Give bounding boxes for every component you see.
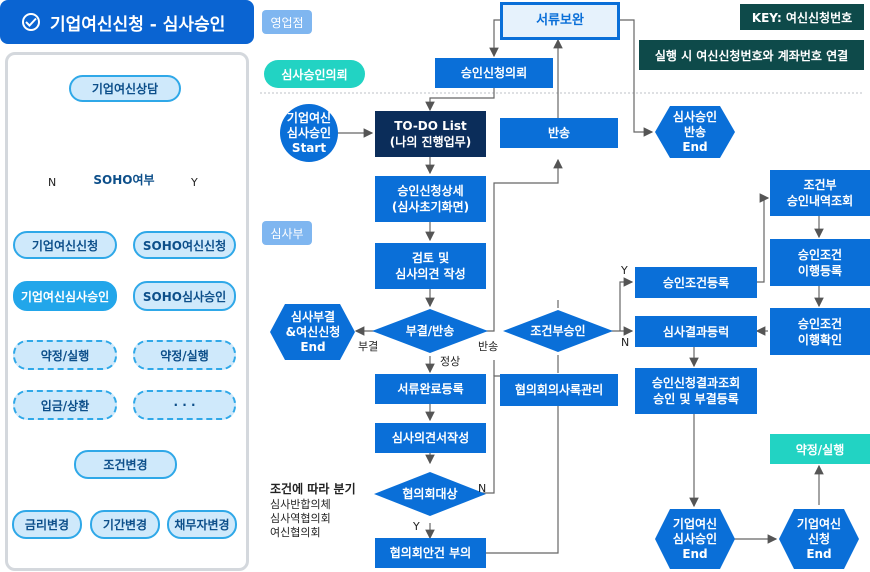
rate-change-node: 금리변경 [12, 510, 82, 539]
apply-end-shape [779, 509, 859, 569]
corp-approve-node: 기업여신심사승인 [13, 281, 117, 311]
soho-y-label: Y [191, 176, 198, 189]
todo-node: TO-DO List (나의 진행업무) [375, 111, 486, 157]
return-node: 반송 [500, 118, 618, 148]
appr-req-node: 승인신청의뢰 [435, 58, 553, 88]
start-node: 기업여신 심사승인 Start [286, 110, 332, 155]
note-line-1: 심사반합의체 [270, 498, 331, 511]
more-node: · · · [133, 390, 236, 420]
corp-apply-node: 기업여신신청 [13, 231, 117, 259]
reject-label: 부결 [358, 340, 379, 353]
cond-perf-node: 승인조건 이행등록 [770, 239, 870, 286]
normal-label: 정상 [440, 355, 461, 368]
result-reg-node: 심사결과등럭 [635, 316, 757, 347]
reject-end-shape [270, 304, 355, 360]
note-line-3: 여신협의회 [270, 526, 321, 539]
decision-shape [372, 309, 488, 353]
decision-node: 부결/반송 [405, 323, 455, 338]
note-title: 조건에 따라 분기 [270, 482, 356, 496]
soho-n-label: N [48, 176, 57, 189]
lane-branch: 영업점 [262, 10, 312, 34]
council-question: 협의회대상 [402, 486, 458, 501]
result-view-node: 승인신청결과조회 승인 및 부결등록 [635, 368, 757, 414]
council-y-label: Y [413, 520, 420, 533]
check-circle-icon [22, 13, 40, 31]
review-write-node: 검토 및 심사의견 작성 [375, 243, 486, 289]
page-title: 기업여신신청 - 심사승인 [50, 14, 226, 35]
cond-check-node: 승인조건 이행확인 [770, 308, 870, 355]
soho-question: SOHO여부 [93, 172, 155, 187]
exec-node: 약정/실행 [770, 434, 870, 464]
soho-approve-node: SOHO심사승인 [133, 281, 236, 311]
opinion-node: 심사의견서작성 [375, 423, 486, 453]
return-end-node: 심사승인 반송 End [672, 109, 718, 154]
reject-end-node: 심사부결 &여신신청 End [285, 309, 341, 354]
corp-end-shape [655, 509, 735, 569]
cond-view-node: 조건부 승인내역조회 [770, 170, 870, 216]
title-bar: 기업여신신청 - 심사승인 [0, 0, 254, 44]
council-go-node: 협의회안건 부의 [375, 538, 486, 568]
request-node: 심사승인의뢰 [264, 60, 365, 88]
apply-end-node: 기업여신 신청 End [796, 516, 842, 561]
return-label: 반송 [478, 340, 499, 353]
exec-node-2: 약정/실행 [133, 340, 236, 370]
term-change-node: 기간변경 [90, 510, 160, 539]
cond-y-label: Y [621, 264, 628, 277]
note-line-2: 심사역협의회 [270, 512, 331, 525]
key-label: KEY: 여신신청번호 [740, 4, 864, 30]
left-panel [5, 52, 249, 571]
detail-node: 승인신청상세 (심사초기화면) [375, 176, 486, 222]
cond-approve-shape [503, 310, 613, 352]
return-end-shape [655, 106, 735, 158]
repay-node: 입금/상환 [13, 390, 117, 420]
doc-done-node: 서류완료등록 [375, 374, 486, 404]
corp-end-node: 기업여신 심사승인 End [672, 516, 718, 561]
cond-n-label: N [621, 336, 630, 349]
key-note: 실행 시 여신신청번호와 계좌번호 연결 [639, 40, 864, 70]
cond-reg-node: 승인조건등록 [635, 267, 757, 298]
cond-change-node: 조건변경 [74, 450, 177, 479]
council-decision-shape [374, 472, 486, 516]
lane-review: 심사부 [262, 221, 312, 245]
soho-apply-node: SOHO여신신청 [133, 231, 236, 259]
council-n-label: N [478, 482, 487, 495]
doc-supp-node: 서류보완 [500, 2, 620, 40]
exec-node-1: 약정/실행 [13, 340, 117, 370]
cond-approve-node: 조건부승인 [530, 323, 586, 338]
consult-node: 기업여신상담 [69, 75, 181, 102]
start-circle [280, 104, 338, 162]
debtor-change-node: 채무자변경 [167, 510, 237, 539]
council-rec-node: 협의회의사록관리 [500, 374, 618, 406]
